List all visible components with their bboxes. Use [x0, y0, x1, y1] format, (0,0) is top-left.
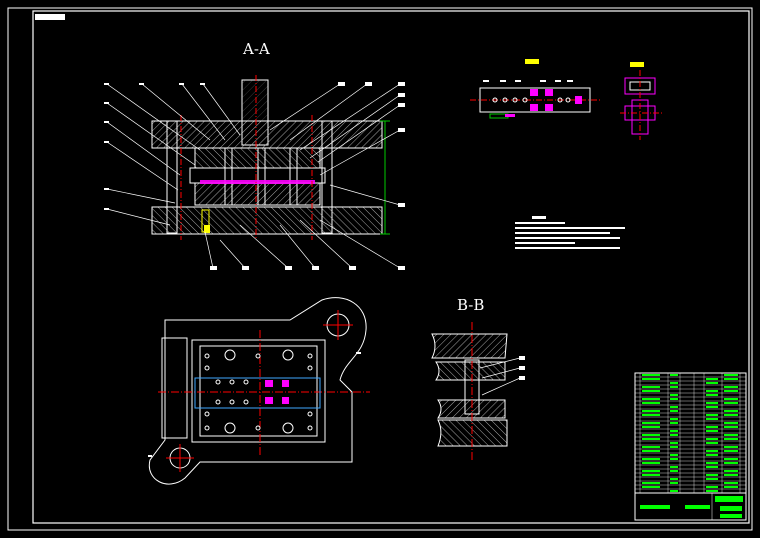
title-block-cell	[642, 386, 660, 388]
title-block-cell	[706, 390, 718, 392]
title-block-cell	[724, 470, 738, 472]
title-block-cell	[724, 486, 738, 488]
title-block-cell	[642, 426, 660, 428]
title-block-cell	[640, 505, 670, 509]
title-block-cell	[670, 478, 678, 480]
title-block-cell	[706, 466, 718, 468]
title-block-cell	[670, 398, 678, 400]
title-block-cell	[642, 374, 660, 376]
title-block-cell	[670, 454, 678, 456]
title-block-cell	[642, 482, 660, 484]
title-block-cell	[642, 398, 660, 400]
title-block-cell	[706, 450, 718, 452]
title-block-cell	[724, 398, 738, 400]
title-block-cell	[724, 434, 738, 436]
title-block-cell	[720, 506, 742, 511]
title-block-cell	[642, 438, 660, 440]
title-block-cell	[706, 382, 718, 384]
title-block-cell	[670, 490, 678, 492]
title-block-cell	[715, 496, 743, 502]
title-block-cell	[706, 474, 718, 476]
title-block-cell	[706, 462, 718, 464]
title-block-cell	[724, 390, 738, 392]
title-block-cell	[642, 402, 660, 404]
inner-border	[32, 10, 750, 524]
title-block-cell	[724, 474, 738, 476]
title-block-cell	[642, 462, 660, 464]
title-block-cell	[670, 458, 678, 460]
title-block-cell	[706, 454, 718, 456]
title-block-cell	[706, 430, 718, 432]
outer-border	[7, 7, 753, 531]
title-block-cell	[706, 478, 718, 480]
title-block-cell	[724, 458, 738, 460]
title-block-cell	[670, 434, 678, 436]
title-block-cell	[706, 418, 718, 420]
title-block-cell	[724, 422, 738, 424]
title-block-cell	[670, 446, 678, 448]
strip-layout	[470, 59, 600, 119]
title-block-cell	[642, 450, 660, 452]
title-block-cell	[670, 482, 678, 484]
title-block-cell	[642, 410, 660, 412]
title-block-cell	[670, 418, 678, 420]
title-block-cell	[642, 434, 660, 436]
section-aa-view	[104, 75, 405, 270]
technical-notes	[515, 216, 625, 249]
title-block-cell	[724, 378, 738, 380]
title-block-cell	[670, 430, 678, 432]
title-block-cell	[724, 410, 738, 412]
title-block-cell	[642, 378, 660, 380]
title-block-cell	[670, 422, 678, 424]
title-block-cell	[642, 486, 660, 488]
title-block-cell	[670, 382, 678, 384]
title-block-cell	[724, 446, 738, 448]
title-block-cell	[642, 446, 660, 448]
title-block-cell	[642, 422, 660, 424]
title-block-cell	[670, 386, 678, 388]
title-block-cell	[724, 462, 738, 464]
title-block-cell	[642, 458, 660, 460]
title-block-cell	[724, 438, 738, 440]
section-bb-view	[431, 322, 525, 462]
title-block-cell	[670, 442, 678, 444]
title-block-cell	[706, 438, 718, 440]
title-block-cell	[720, 514, 742, 518]
title-block-cell	[670, 374, 678, 376]
title-block-cell	[670, 470, 678, 472]
title-block-cell	[670, 466, 678, 468]
title-block-cell	[724, 482, 738, 484]
title-block-cell	[706, 402, 718, 404]
plan-view	[148, 297, 370, 485]
title-block-cell	[706, 442, 718, 444]
title-block-cell	[685, 505, 710, 509]
title-block-cell	[724, 426, 738, 428]
title-block-cell	[706, 378, 718, 380]
title-block-cell	[706, 414, 718, 416]
title-block-cell	[670, 406, 678, 408]
title-block	[634, 372, 747, 521]
title-block-cell	[706, 426, 718, 428]
title-block-cell	[670, 410, 678, 412]
title-block-cell	[724, 402, 738, 404]
section-aa-title: A-A	[243, 40, 270, 58]
title-block-cell	[642, 474, 660, 476]
section-bb-title: B-B	[457, 296, 485, 314]
title-block-cell	[706, 394, 718, 396]
title-block-cell	[670, 394, 678, 396]
drawing-number-box	[35, 14, 65, 20]
title-block-cell	[642, 414, 660, 416]
title-block-cell	[724, 414, 738, 416]
title-block-cell	[724, 386, 738, 388]
title-block-cell	[706, 486, 718, 488]
title-block-cell	[706, 406, 718, 408]
title-block-cell	[724, 374, 738, 376]
part-detail-view	[620, 62, 662, 140]
title-block-cell	[642, 390, 660, 392]
title-block-cell	[642, 470, 660, 472]
title-block-cell	[706, 490, 718, 492]
title-block-cell	[724, 450, 738, 452]
